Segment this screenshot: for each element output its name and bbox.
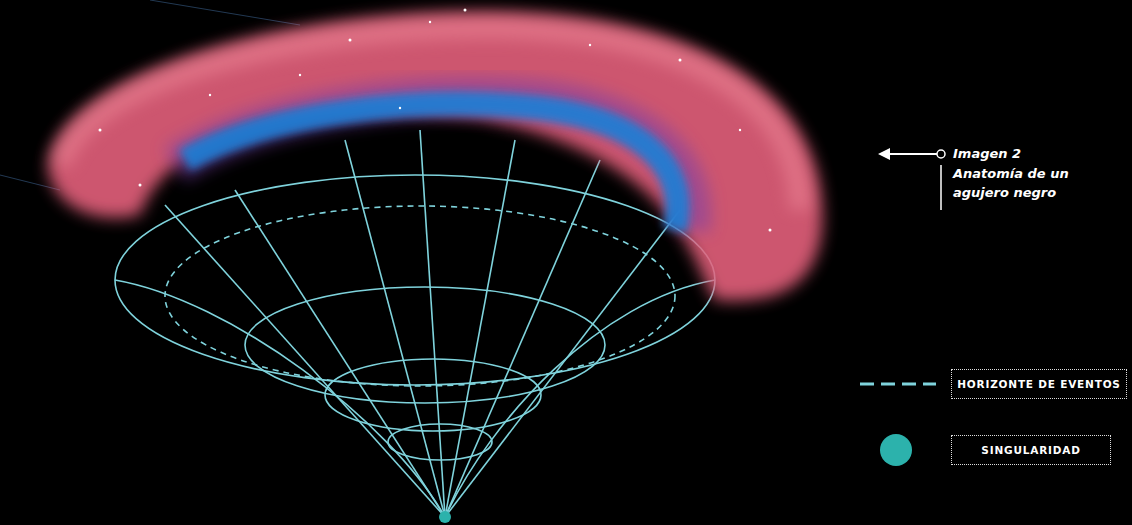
callout-pointer bbox=[878, 148, 945, 210]
accretion-disk bbox=[48, 9, 823, 301]
legend-swatch bbox=[880, 434, 912, 466]
callout-text: Imagen 2 bbox=[953, 144, 1103, 163]
callout-text: Anatomía de un agujero negro bbox=[953, 164, 1083, 202]
singularity-dot bbox=[439, 511, 451, 523]
legend-text: HORIZONTE DE EVENTOS bbox=[951, 369, 1127, 399]
spacetime-funnel bbox=[115, 130, 715, 517]
legend-text: SINGULARIDAD bbox=[951, 435, 1111, 465]
legend-dashed-sample bbox=[860, 383, 936, 386]
